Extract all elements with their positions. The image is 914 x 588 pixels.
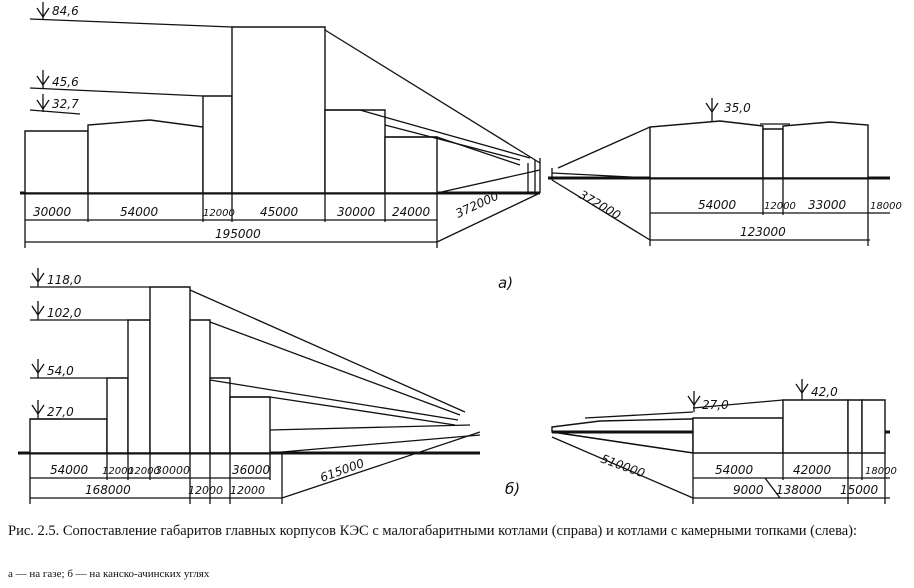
bottom-right-level-1: 27,0 (702, 398, 729, 412)
top-level-3: 32,7 (52, 97, 79, 111)
top-total-left: 195000 (215, 227, 261, 241)
bottom-left-levels: 118,0 102,0 54,0 27,0 (30, 268, 150, 420)
bottom-level-3: 54,0 (47, 364, 74, 378)
top-left-dims: 30000 54000 12000 45000 30000 24000 1950… (24, 189, 541, 248)
top-right-dim-4: 18000 (870, 201, 902, 212)
bottom-level-4: 27,0 (47, 405, 74, 419)
top-dim-1: 30000 (33, 205, 72, 219)
top-dim-2: 54000 (120, 205, 159, 219)
top-level-1: 84,6 (52, 4, 79, 18)
top-slant-right: 372000 (577, 187, 624, 222)
bottom-level-1: 118,0 (47, 273, 82, 287)
bottom-dim-4: 30000 (155, 464, 190, 477)
bottom-left-dims: 54000 12000 12000 30000 36000 168000 120… (29, 431, 481, 504)
bottom-right-dim-3: 18000 (865, 466, 897, 477)
top-dim-5: 30000 (337, 205, 376, 219)
top-dim-6: 24000 (392, 205, 431, 219)
figure-caption: Рис. 2.5. Сопоставление габаритов главны… (8, 523, 858, 539)
bottom-right-dim-row2-3: 15000 (840, 483, 879, 497)
bottom-dim-2: 12000 (102, 466, 134, 477)
top-dim-4: 45000 (260, 205, 299, 219)
top-left-building (20, 26, 541, 195)
top-right-dim-2: 12000 (764, 201, 796, 212)
bottom-level-2: 102,0 (47, 306, 82, 320)
figure-subcaption: а — на газе; б — на канско-ачинских угля… (8, 568, 210, 580)
top-right-dim-3: 33000 (808, 198, 847, 212)
bottom-right-dim-row2-2: 138000 (776, 483, 822, 497)
top-level-2: 45,6 (52, 75, 79, 89)
bottom-dim-row2-2: 12000 (188, 484, 223, 497)
bottom-left-building (18, 286, 481, 455)
bottom-slant-right: 510000 (599, 452, 647, 481)
bottom-right-dim-2: 42000 (793, 463, 832, 477)
bottom-right-building: 27,0 42,0 (551, 379, 890, 454)
top-right-dims: 54000 12000 33000 18000 123000 372000 a) (498, 178, 902, 292)
bottom-slant-left: 615000 (318, 456, 366, 485)
bottom-right-dim-row2-1: 9000 (733, 483, 764, 497)
bottom-dim-row2-3: 12000 (230, 484, 265, 497)
top-total-right: 123000 (740, 225, 786, 239)
bottom-right-dim-1: 54000 (715, 463, 754, 477)
bottom-right-dims: 54000 42000 18000 9000 138000 15000 5100… (505, 436, 897, 504)
top-right-dim-1: 54000 (698, 198, 737, 212)
bottom-right-level-2: 42,0 (811, 385, 838, 399)
bottom-dim-5: 36000 (232, 463, 271, 477)
top-right-building: 35,0 (548, 98, 890, 180)
top-right-level: 35,0 (724, 101, 751, 115)
bottom-label: б) (505, 480, 520, 498)
top-dim-3: 12000 (203, 208, 235, 219)
bottom-dim-row2-1: 168000 (85, 483, 131, 497)
top-label: a) (498, 274, 513, 292)
bottom-dim-1: 54000 (50, 463, 89, 477)
bottom-dim-3: 12000 (128, 466, 160, 477)
top-left-levels: 84,6 45,6 32,7 (29, 2, 233, 115)
